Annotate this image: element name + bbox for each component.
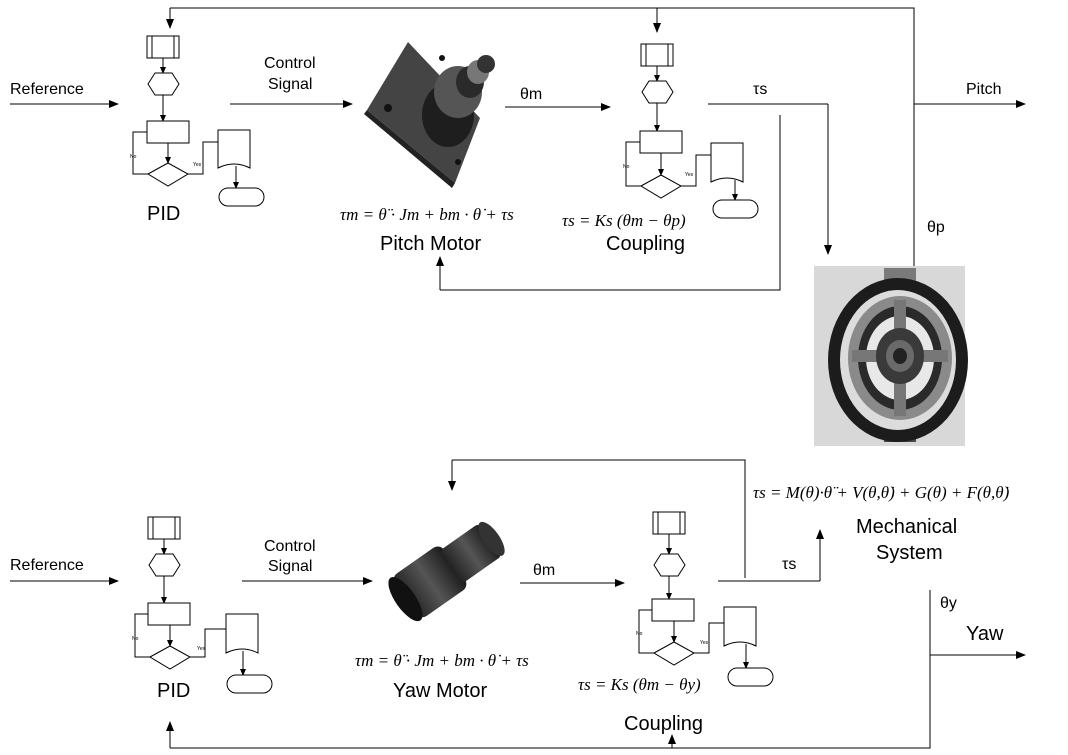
bottom-coupling-no-label: No xyxy=(636,631,643,637)
top-coupling-no-label: No xyxy=(623,164,630,170)
top-no-label: No xyxy=(130,154,137,160)
top-motor-equation: τm = θ̈ · Jm + bm · θ̇ + τs xyxy=(340,205,514,224)
bottom-pid-label: PID xyxy=(157,680,190,702)
bottom-coupling-equation: τs = Ks (θm − θy) xyxy=(578,675,701,694)
theta-p-label: θp xyxy=(927,219,945,236)
bottom-coupling-feedback-line xyxy=(452,459,746,578)
bottom-coupling-label: Coupling xyxy=(624,713,703,735)
top-coupling-yes-label: Yes xyxy=(685,172,694,178)
top-coupling-label: Coupling xyxy=(606,233,685,255)
top-pid-label: PID xyxy=(147,203,180,225)
bottom-pid-flowchart-icon: No Yes xyxy=(132,516,273,694)
top-motor-label: Pitch Motor xyxy=(380,233,481,255)
top-coupling-flowchart-icon: No Yes xyxy=(623,43,759,219)
mechanical-label-1: Mechanical xyxy=(856,516,957,538)
bottom-motor-equation: τm = θ̈ · Jm + bm · θ̇ + τs xyxy=(355,651,529,670)
top-yes-label: Yes xyxy=(193,162,202,168)
top-control-label-2: Signal xyxy=(268,76,312,93)
top-coupling-feedback-line xyxy=(440,115,781,291)
mechanical-equation: τs = M(θ)·θ̈ + V(θ,θ̇) + G(θ) + F(θ,θ̇) xyxy=(753,483,1010,502)
top-reference-label: Reference xyxy=(10,81,84,98)
yaw-motor-image xyxy=(388,521,505,622)
top-tau-s-label: τs xyxy=(753,81,767,98)
top-pid-flowchart-icon: No Yes xyxy=(130,35,265,207)
top-theta-m-label: θm xyxy=(520,86,542,103)
pitch-motor-image xyxy=(364,42,495,188)
theta-y-label: θy xyxy=(940,595,957,612)
bottom-yes-label: Yes xyxy=(197,646,206,652)
bottom-reference-label: Reference xyxy=(10,557,84,574)
mechanical-system-image xyxy=(814,266,968,446)
pitch-output-label: Pitch xyxy=(966,81,1002,98)
bottom-theta-m-label: θm xyxy=(533,562,555,579)
yaw-output-label: Yaw xyxy=(966,623,1004,645)
bottom-control-label-1: Control xyxy=(264,538,316,555)
bottom-outer-feedback-line xyxy=(170,590,931,749)
mechanical-label-2: System xyxy=(876,542,943,564)
top-control-label-1: Control xyxy=(264,55,316,72)
top-outer-feedback-line xyxy=(170,7,915,266)
bottom-coupling-flowchart-icon: No Yes xyxy=(636,511,774,687)
bottom-control-label-2: Signal xyxy=(268,558,312,575)
bottom-no-label: No xyxy=(132,636,139,642)
bottom-coupling-yes-label: Yes xyxy=(700,640,709,646)
bottom-motor-label: Yaw Motor xyxy=(393,680,487,702)
bottom-tau-s-label: τs xyxy=(782,556,796,573)
top-coupling-equation: τs = Ks (θm − θp) xyxy=(562,211,686,230)
